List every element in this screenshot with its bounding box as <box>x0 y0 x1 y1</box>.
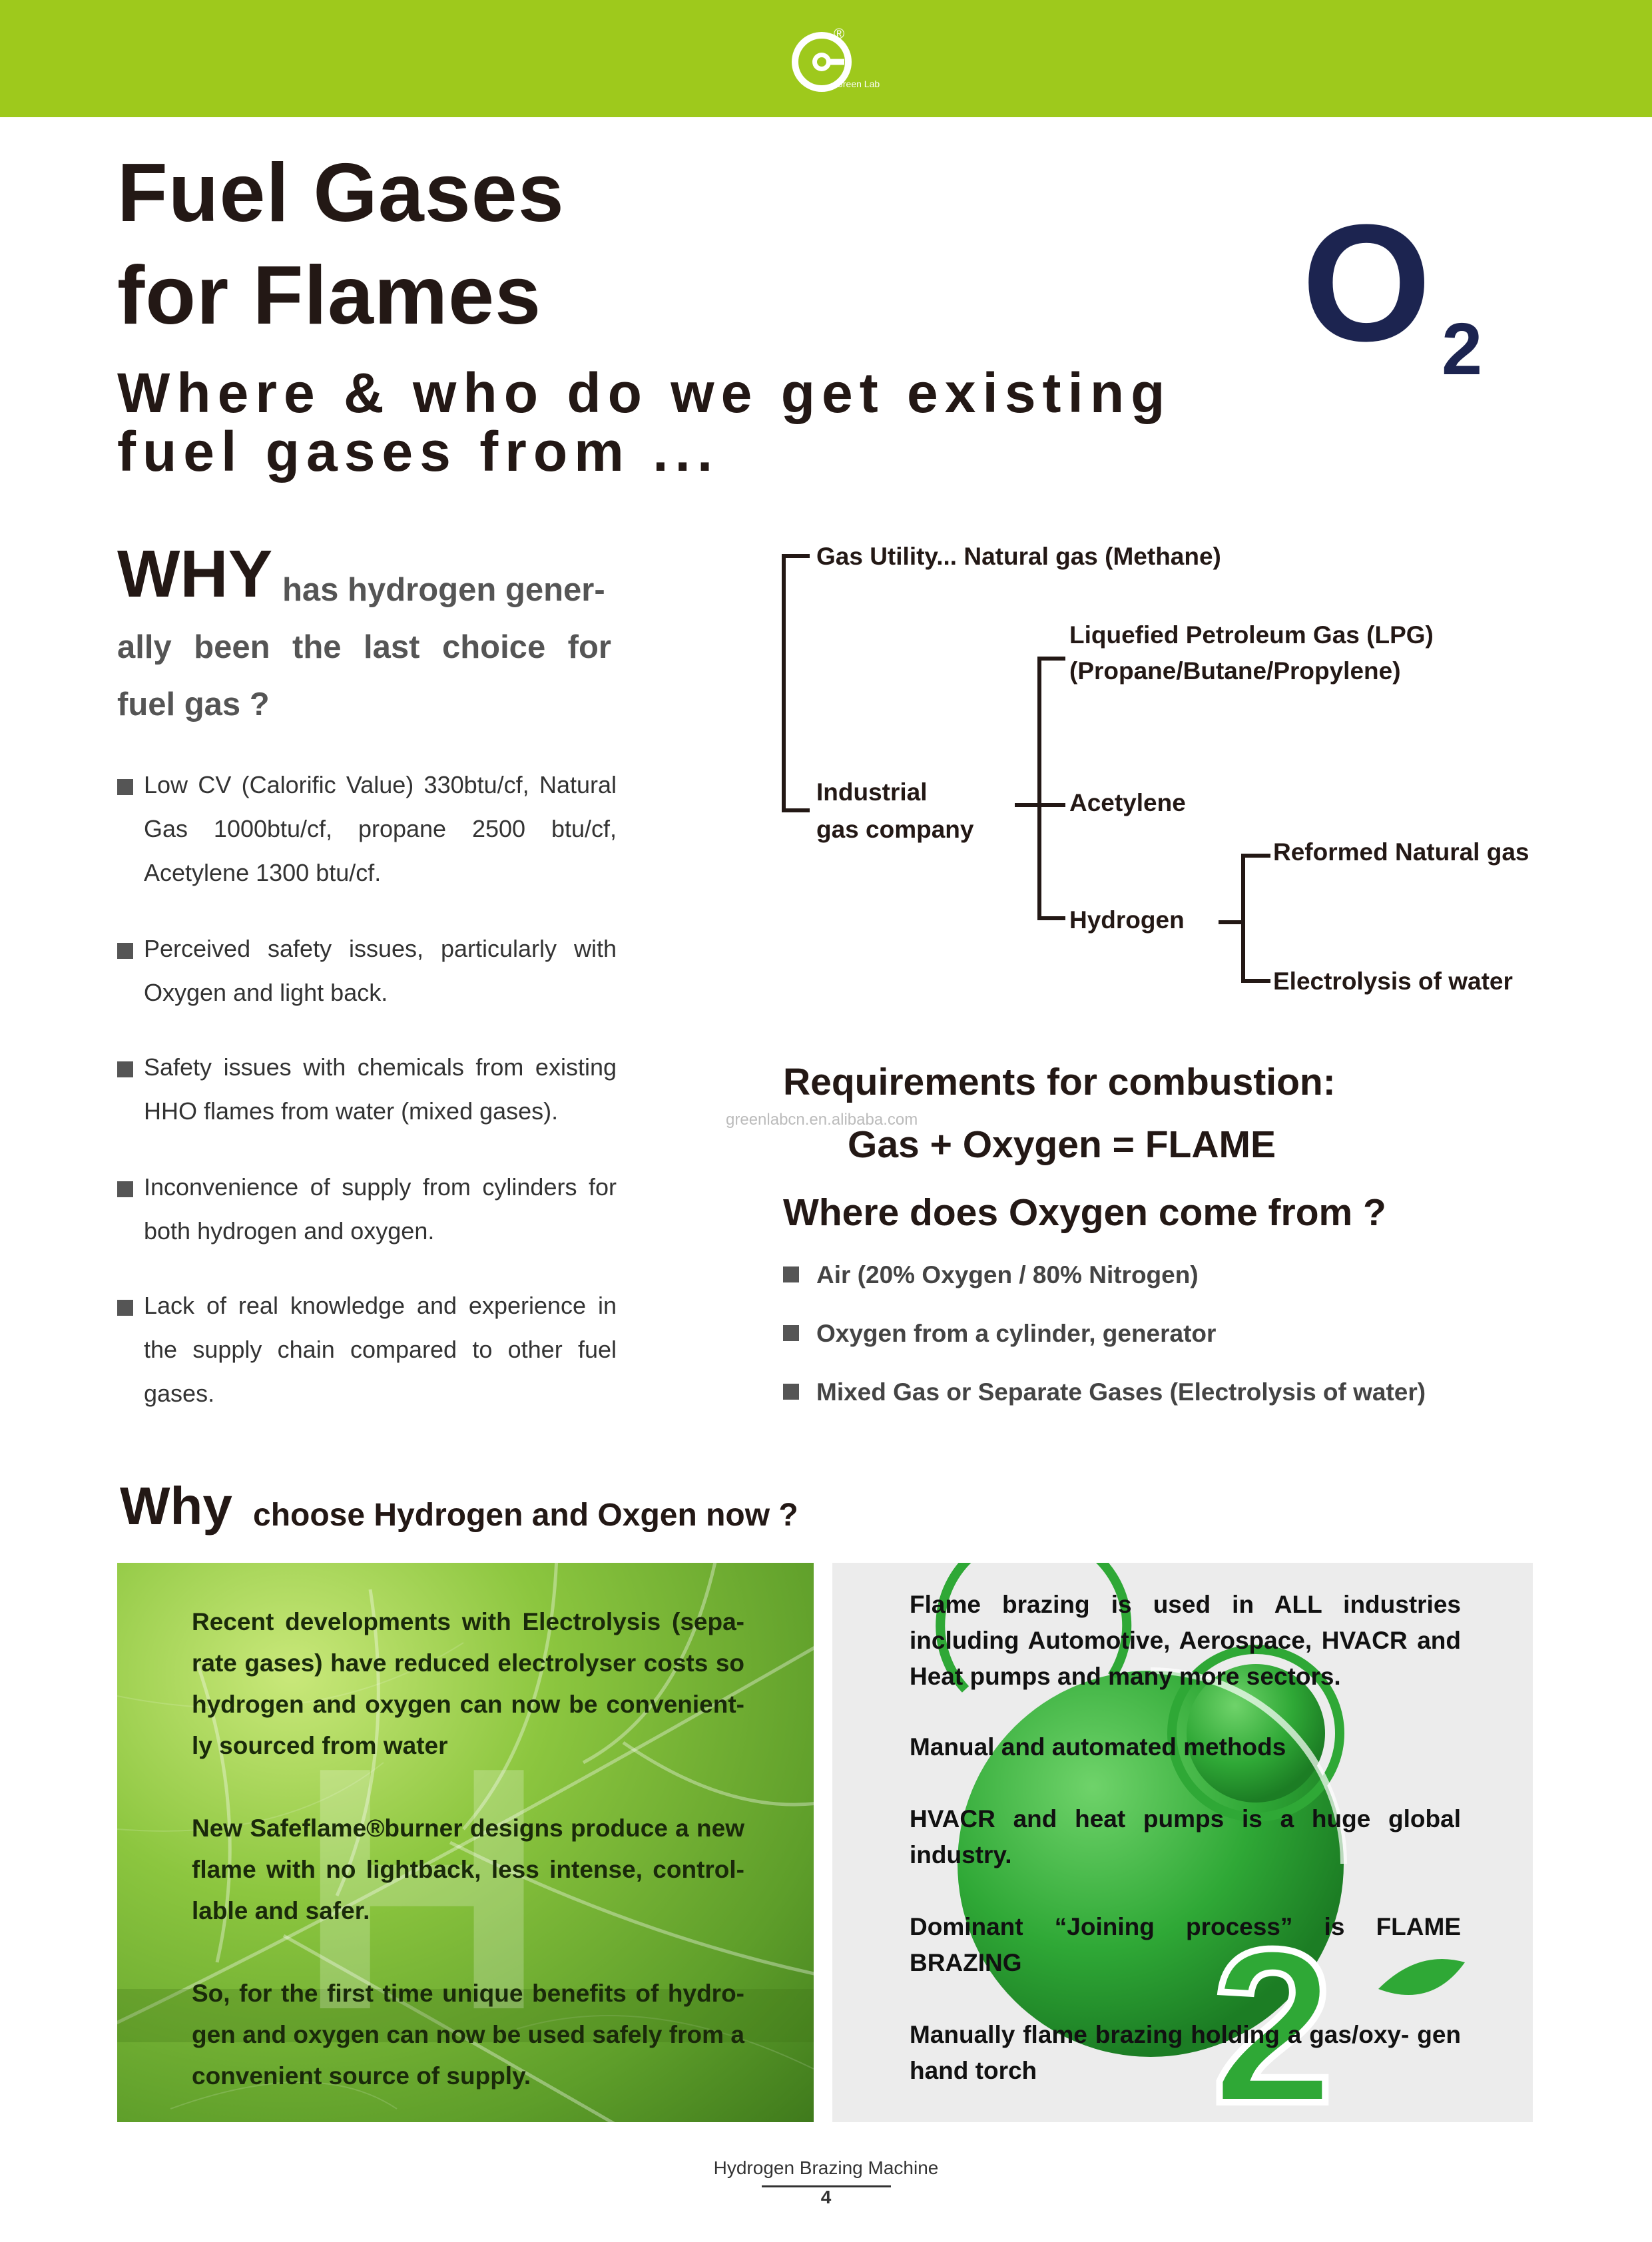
registered-mark: ® <box>834 25 845 42</box>
page-title-line2: for Flames <box>117 250 542 342</box>
why-bullet: Inconvenience of supply from cylinders f… <box>117 1165 617 1253</box>
tree-bracket-main <box>782 554 786 812</box>
footer-divider <box>762 2185 891 2187</box>
why-bullet-text: Safety issues with chemicals from existi… <box>144 1053 617 1125</box>
tree-connector <box>1037 657 1065 661</box>
brand-name: Green Lab <box>836 79 880 89</box>
oxygen-source-item: Air (20% Oxygen / 80% Nitrogen) <box>783 1261 1199 1289</box>
tree-hydrogen: Hydrogen <box>1069 906 1185 934</box>
brazing-paragraph: Dominant “Joining process” is FLAME BRAZ… <box>910 1913 1461 1976</box>
why-question-line3: fuel gas ? <box>117 687 270 722</box>
square-bullet-icon <box>117 1300 133 1316</box>
tree-connector <box>782 808 810 812</box>
tree-electrolysis: Electrolysis of water <box>1273 968 1513 995</box>
o2-subscript: 2 <box>1442 308 1483 390</box>
o2-bubble-graphic: 2 <box>936 1563 1465 2122</box>
why-bullet: Safety issues with chemicals from existi… <box>117 1045 617 1133</box>
subtitle-line2: fuel gases from ... <box>117 420 720 483</box>
square-bullet-icon <box>117 1181 133 1197</box>
leaf-icon <box>1378 1959 1465 1995</box>
oxygen-source-item: Oxygen from a cylinder, generator <box>783 1320 1216 1348</box>
tree-connector <box>1015 803 1043 807</box>
brazing-paragraph: Flame brazing is used in ALL industries … <box>910 1591 1461 1690</box>
why-choose-heading-word: Why <box>120 1476 232 1536</box>
small-green-bubble <box>1187 1664 1325 1803</box>
o2-letter: O <box>1302 190 1432 376</box>
square-bullet-icon <box>783 1384 799 1400</box>
tree-acetylene: Acetylene <box>1069 789 1186 816</box>
oxygen-source-text: Mixed Gas or Separate Gases (Electrolysi… <box>816 1378 1426 1406</box>
requirements-heading: Requirements for combustion: <box>783 1061 1336 1103</box>
tree-connector <box>782 554 810 558</box>
leaf-paragraph: New Safeflame®burner designs produce a n… <box>192 1815 744 1924</box>
leaf-panel: H Recent developments with Electrolysis … <box>117 1563 814 2122</box>
brazing-paragraph: Manual and automated methods <box>910 1733 1286 1761</box>
why-question-line1: has hydrogen gener- <box>282 572 605 608</box>
square-bullet-icon <box>783 1266 799 1283</box>
tree-connector <box>1037 803 1065 807</box>
square-bullet-icon <box>117 779 133 795</box>
leaf-paragraph: So, for the first time unique benefits o… <box>192 1980 744 2090</box>
why-bullet-text: Perceived safety issues, particularly wi… <box>144 935 617 1006</box>
square-bullet-icon <box>117 1061 133 1077</box>
square-bullet-icon <box>783 1325 799 1342</box>
why-bullet-text: Low CV (Calorific Value) 330btu/cf, Natu… <box>144 771 617 886</box>
why-bullet: Lack of real knowledge and experience in… <box>117 1284 617 1416</box>
watermark-text: greenlabcn.en.alibaba.com <box>726 1111 918 1129</box>
large-2-glyph: 2 <box>1212 1903 1334 2122</box>
tree-connector <box>1241 854 1270 858</box>
why-bullet: Low CV (Calorific Value) 330btu/cf, Natu… <box>117 763 617 895</box>
green-lab-logo-icon <box>772 25 879 99</box>
brazing-paragraph: HVACR and heat pumps is a huge global in… <box>910 1805 1461 1868</box>
tree-industrial-line1: Industrial <box>816 778 928 806</box>
tree-gas-utility: Gas Utility... Natural gas (Methane) <box>816 543 1221 570</box>
leaf-paragraph: Recent developments with Electrolysis (s… <box>192 1608 744 1759</box>
tree-connector <box>1241 979 1270 983</box>
tree-lpg-line2: (Propane/Butane/Propylene) <box>1069 657 1401 685</box>
footer-title: Hydrogen Brazing Machine <box>713 2157 939 2178</box>
tree-bracket-hydrogen <box>1241 854 1245 983</box>
why-bullet-text: Inconvenience of supply from cylinders f… <box>144 1173 617 1245</box>
tree-reformed-gas: Reformed Natural gas <box>1273 838 1529 866</box>
leaf-vein-pattern <box>117 1563 814 2122</box>
tree-connector <box>1037 916 1065 920</box>
tree-bracket-industrial <box>1037 657 1041 920</box>
brazing-panel: 2 Flame brazing is used in ALL industrie… <box>832 1563 1533 2122</box>
tree-lpg-line1: Liquefied Petroleum Gas (LPG) <box>1069 621 1434 649</box>
h2-watermark: H <box>297 1695 547 2082</box>
page-title-line1: Fuel Gases <box>117 147 565 239</box>
why-question-line2: ally been the last choice for <box>117 629 611 665</box>
why-bullet: Perceived safety issues, particularly wi… <box>117 927 617 1015</box>
why-heading-word: WHY <box>117 537 273 611</box>
flame-formula: Gas + Oxygen = FLAME <box>848 1123 1276 1166</box>
oxygen-source-text: Oxygen from a cylinder, generator <box>816 1320 1217 1347</box>
square-bullet-icon <box>117 943 133 959</box>
subtitle-line1: Where & who do we get existing <box>117 362 1172 424</box>
why-choose-heading: choose Hydrogen and Oxgen now ? <box>253 1498 798 1533</box>
page-number: 4 <box>820 2187 832 2207</box>
tree-industrial-line2: gas company <box>816 816 974 843</box>
tree-connector <box>1219 920 1245 924</box>
oxygen-source-text: Air (20% Oxygen / 80% Nitrogen) <box>816 1261 1199 1288</box>
why-bullet-text: Lack of real knowledge and experience in… <box>144 1292 617 1407</box>
oxygen-source-heading: Where does Oxygen come from ? <box>783 1191 1386 1234</box>
oxygen-source-item: Mixed Gas or Separate Gases (Electrolysi… <box>783 1378 1426 1406</box>
brazing-paragraph: Manually flame brazing holding a gas/oxy… <box>910 2021 1461 2084</box>
